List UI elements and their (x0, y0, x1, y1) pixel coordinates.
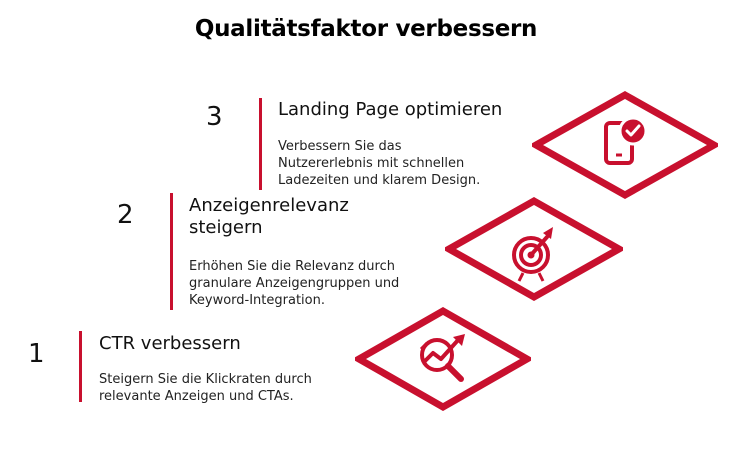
step-description: Erhöhen Sie die Relevanz durch granulare… (189, 259, 400, 308)
step-heading: CTR verbessern (99, 333, 241, 354)
step-heading: Landing Page optimieren (278, 99, 503, 120)
step-number: 1 (28, 339, 45, 369)
mobile-check-icon (604, 116, 648, 165)
chart-magnifier-icon (419, 334, 465, 382)
page-title: Qualitätsfaktor verbessern (194, 16, 538, 42)
step-description: Steigern Sie die Klickraten durch releva… (99, 372, 312, 404)
step-heading: Anzeigenrelevanz steigern (189, 195, 349, 238)
step-number: 3 (206, 102, 223, 132)
step-divider (79, 331, 82, 402)
step-divider (259, 98, 262, 190)
step-3-diamond (532, 91, 718, 199)
target-arrow-icon (512, 227, 553, 282)
step-description: Verbessern Sie das Nutzererlebnis mit sc… (278, 139, 481, 188)
step-1-diamond (355, 307, 531, 411)
step-divider (170, 193, 173, 310)
step-2-diamond (445, 197, 623, 301)
step-number: 2 (117, 200, 134, 230)
